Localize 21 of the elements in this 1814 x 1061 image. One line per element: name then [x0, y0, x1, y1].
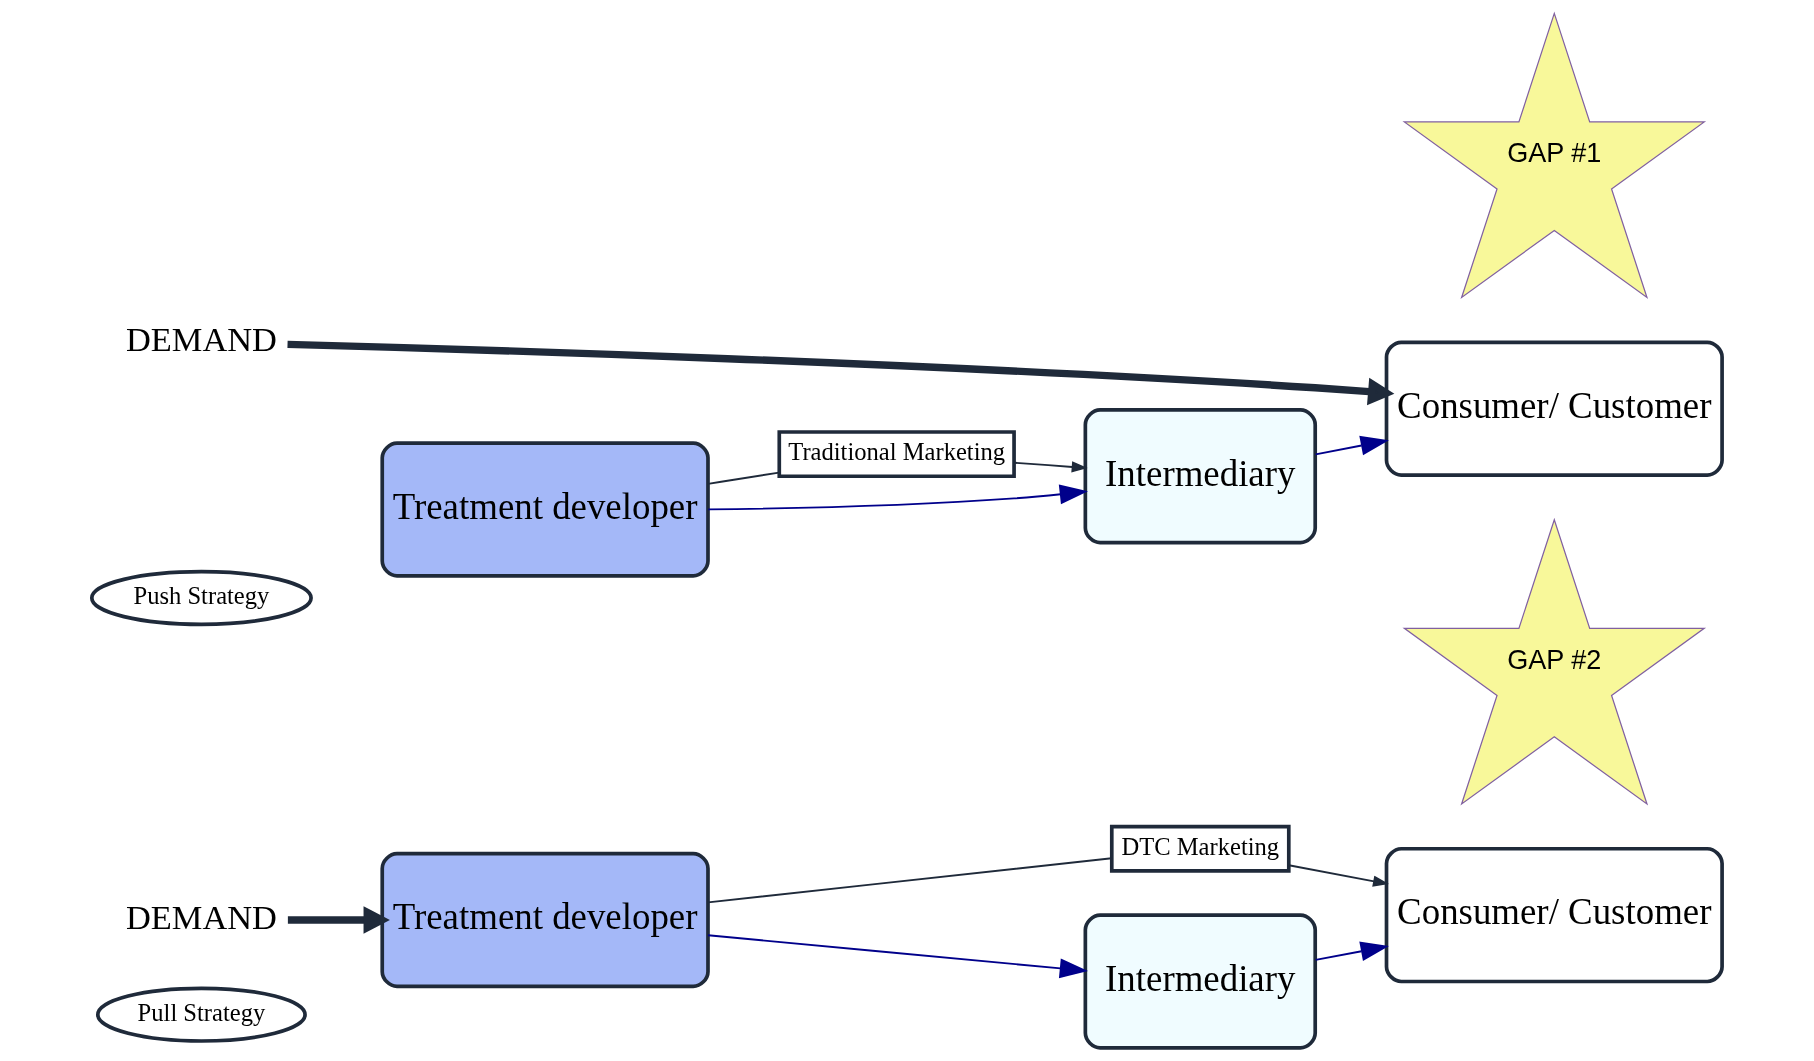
node-text: DEMAND — [125, 319, 277, 358]
arrow — [1314, 941, 1389, 962]
connector — [707, 857, 1113, 904]
node-box: Consumer/ Customer — [1384, 340, 1724, 477]
arrow — [1013, 461, 1088, 473]
node-box: Consumer/ Customer — [1384, 846, 1724, 984]
node-box: DTC Marketing — [1109, 824, 1291, 873]
arrow — [287, 906, 390, 934]
node-box: Intermediary — [1083, 408, 1318, 545]
node-ellipse: Pull Strategy — [96, 986, 307, 1043]
node-box: Treatment developer — [380, 441, 710, 578]
node-box: Intermediary — [1083, 913, 1318, 1050]
connector — [707, 471, 780, 485]
arrow — [1287, 864, 1389, 887]
node-ellipse: Push Strategy — [89, 569, 313, 627]
node-box: Traditional Marketing — [777, 430, 1016, 479]
node-box: Treatment developer — [380, 851, 710, 989]
node-text: DEMAND — [125, 897, 277, 936]
arrow — [707, 934, 1089, 979]
arrow — [1314, 435, 1389, 456]
arrow — [707, 484, 1088, 511]
